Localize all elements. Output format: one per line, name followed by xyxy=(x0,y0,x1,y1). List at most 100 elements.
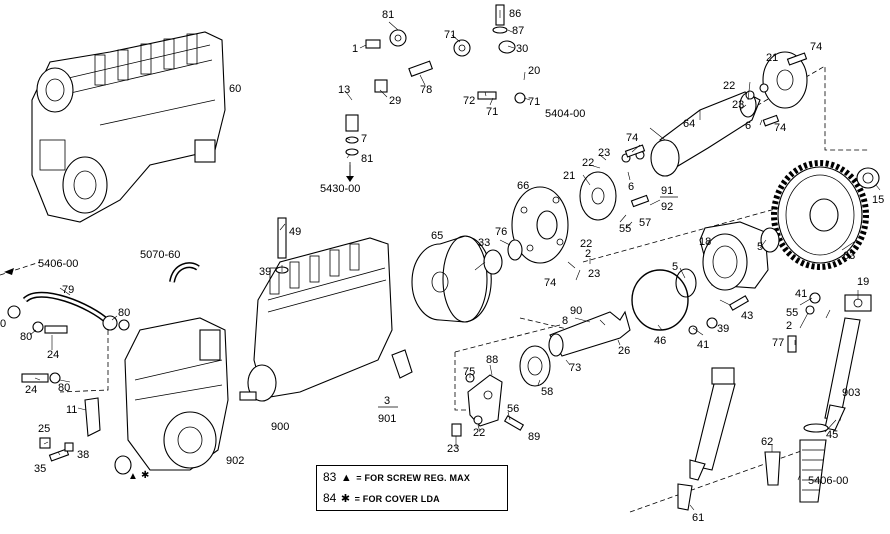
part-label: 87 xyxy=(512,25,524,37)
part-label: 56 xyxy=(507,403,519,415)
part-label: 41 xyxy=(697,339,709,351)
legend-row-84: 84 ✱ = FOR COVER LDA xyxy=(323,491,440,505)
part-label: 80 xyxy=(58,382,70,394)
part-label: 35 xyxy=(34,463,46,475)
shaft-73 xyxy=(519,295,750,387)
part-label: 72 xyxy=(463,95,475,107)
triangle-mark: ▲ xyxy=(128,471,138,482)
bracket-88 xyxy=(451,373,525,437)
part-label: 78 xyxy=(420,84,432,96)
leader-lines xyxy=(29,10,881,511)
part-label: 22 xyxy=(580,238,592,250)
part-label: 2 xyxy=(786,320,792,332)
part-label: 900 xyxy=(271,421,289,433)
part-label: 81 xyxy=(361,153,373,165)
part-label: 86 xyxy=(509,8,521,20)
part-label: 61 xyxy=(692,512,704,524)
part-label: 80 xyxy=(20,331,32,343)
injector-61 xyxy=(677,367,736,511)
part-label: 15 xyxy=(872,194,884,206)
part-label: 1 xyxy=(352,43,358,55)
part-label: 8 xyxy=(562,315,568,327)
part-label: 902 xyxy=(226,455,244,467)
part-label: 5 xyxy=(672,261,678,273)
part-label: 24 xyxy=(25,384,37,396)
part-label: 23 xyxy=(732,99,744,111)
part-label: 49 xyxy=(289,226,301,238)
part-label: 5070-60 xyxy=(140,249,180,261)
part-label: 55 xyxy=(619,223,631,235)
part-label: 71 xyxy=(528,96,540,108)
part-label: 901 xyxy=(378,413,396,425)
part-label: 903 xyxy=(842,387,860,399)
gear-63 xyxy=(771,160,880,270)
part-label: 23 xyxy=(447,443,459,455)
part-label: 88 xyxy=(486,354,498,366)
legend-row-83: 83 ▲ = FOR SCREW REG. MAX xyxy=(323,470,470,484)
asterisk-mark: ✱ xyxy=(141,470,149,481)
flywheel-65 xyxy=(411,235,523,323)
part-label: 81 xyxy=(382,9,394,21)
legend-text: = FOR SCREW REG. MAX xyxy=(356,473,471,483)
part-label: 19 xyxy=(857,276,869,288)
part-label: 5406-00 xyxy=(808,475,848,487)
part-label: 23 xyxy=(598,147,610,159)
legend-text: = FOR COVER LDA xyxy=(354,494,440,504)
part-label: 20 xyxy=(528,65,540,77)
arrow-5430-00 xyxy=(346,162,354,182)
part-label: 2 xyxy=(585,248,591,260)
camshaft-drive-64 xyxy=(579,51,808,221)
part-label: 45 xyxy=(826,429,838,441)
part-label: 22 xyxy=(473,427,485,439)
part-label: 29 xyxy=(389,95,401,107)
injection-pump-60 xyxy=(31,31,226,223)
part-label: 30 xyxy=(516,43,528,55)
part-label: 7 xyxy=(361,133,367,145)
part-label: 46 xyxy=(654,335,666,347)
part-label: 21 xyxy=(766,52,778,64)
asterisk-icon: ✱ xyxy=(340,493,351,505)
part-label: 75 xyxy=(463,366,475,378)
injection-pump-902 xyxy=(39,317,229,475)
part-label: 74 xyxy=(774,122,786,134)
part-label: 39 xyxy=(259,266,271,278)
part-label: 66 xyxy=(517,180,529,192)
arrow-5406-00 xyxy=(4,268,14,275)
part-label: 5 xyxy=(757,241,763,253)
part-label: 5406-00 xyxy=(38,258,78,270)
part-label: 22 xyxy=(582,157,594,169)
part-label: 62 xyxy=(761,436,773,448)
part-label: 63 xyxy=(843,250,855,262)
coupling-disc-66 xyxy=(511,186,569,264)
injector-903 xyxy=(764,292,872,503)
part-label: 3 xyxy=(384,395,390,407)
part-label: 57 xyxy=(639,217,651,229)
part-label: 25 xyxy=(38,423,50,435)
part-label: 21 xyxy=(563,170,575,182)
timing-housing-18 xyxy=(631,221,780,331)
part-label: 5404-00 xyxy=(545,108,585,120)
part-label: 80 xyxy=(118,307,130,319)
part-label: 73 xyxy=(569,362,581,374)
part-label: 24 xyxy=(47,349,59,361)
part-label: 23 xyxy=(588,268,600,280)
part-label: 58 xyxy=(541,386,553,398)
part-label: 6 xyxy=(745,120,751,132)
part-label: 18 xyxy=(699,236,711,248)
triangle-icon: ▲ xyxy=(340,472,352,484)
part-label: 65 xyxy=(431,230,443,242)
part-label: 74 xyxy=(810,41,822,53)
part-label: 92 xyxy=(661,201,673,213)
part-label: 91 xyxy=(661,185,673,197)
part-label: 26 xyxy=(618,345,630,357)
part-label: 6 xyxy=(628,181,634,193)
fuel-pipes xyxy=(345,4,526,156)
part-label: 38 xyxy=(77,449,89,461)
part-label: 74 xyxy=(544,277,556,289)
part-label: 22 xyxy=(723,80,735,92)
part-labels: 81 1 13 29 7 81 5430-00 71 78 72 71 86 8… xyxy=(0,8,884,524)
part-label: 89 xyxy=(528,431,540,443)
part-label: 76 xyxy=(495,226,507,238)
part-label: 11 xyxy=(66,404,77,416)
